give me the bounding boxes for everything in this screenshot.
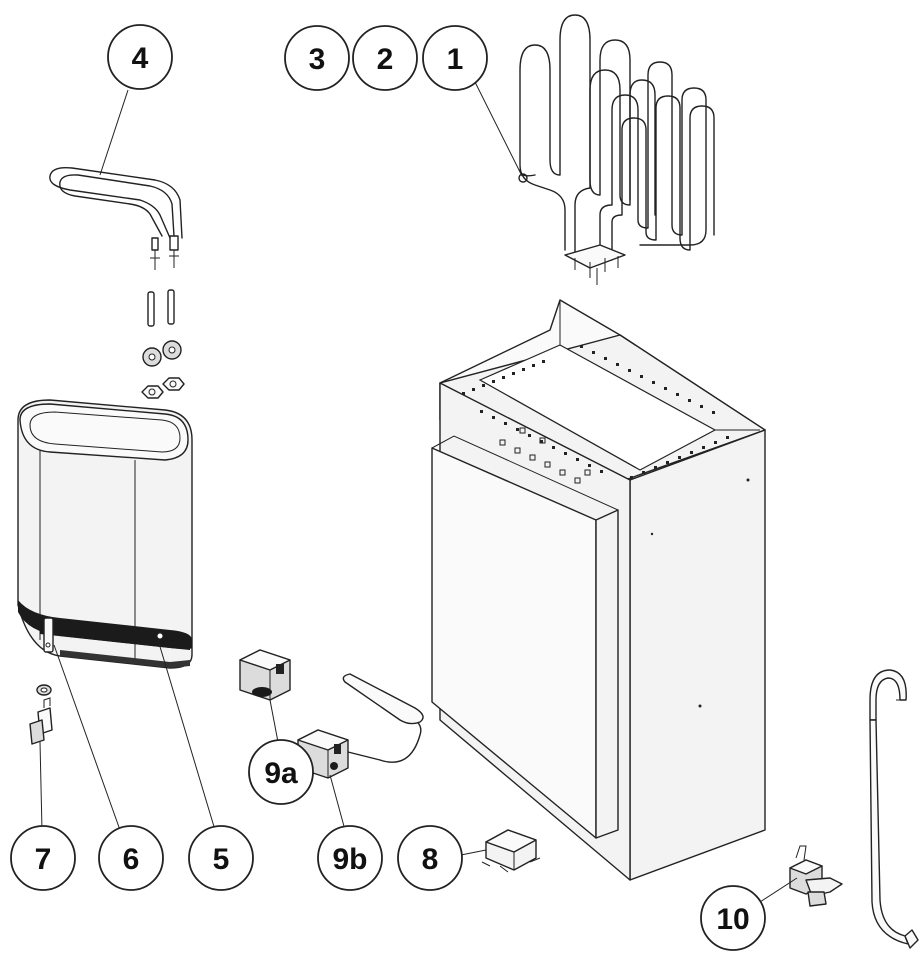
contactor-8 <box>481 829 541 873</box>
callout-label-4: 4 <box>132 42 149 75</box>
water-hose <box>869 669 919 949</box>
callout-8: 8 <box>397 825 463 891</box>
callout-6: 6 <box>98 825 164 891</box>
callout-label-7: 7 <box>35 843 52 876</box>
callout-3: 3 <box>284 25 350 91</box>
callout-2: 2 <box>352 25 418 91</box>
solenoid-valve-10 <box>789 845 843 907</box>
callout-label-9b: 9b <box>332 843 367 876</box>
callout-9a: 9a <box>248 739 314 805</box>
leader-line-9a <box>269 699 279 743</box>
callout-label-9a: 9a <box>264 757 298 790</box>
callout-4: 4 <box>107 24 173 90</box>
callout-label-6: 6 <box>123 843 140 876</box>
heating-element-4 <box>49 166 185 399</box>
callout-label-10: 10 <box>716 903 749 936</box>
leader-line-1 <box>473 79 523 177</box>
leader-line-9b <box>329 774 346 831</box>
callout-10: 10 <box>700 885 766 951</box>
callout-label-1: 1 <box>447 43 464 76</box>
callout-label-5: 5 <box>213 843 230 876</box>
heating-elements-1-2-3 <box>518 14 715 285</box>
leader-line-6 <box>53 644 121 831</box>
leader-line-10 <box>759 877 798 903</box>
callout-label-3: 3 <box>309 43 326 76</box>
callout-9b: 9b <box>317 825 383 891</box>
heater-housing <box>431 299 766 881</box>
callout-1: 1 <box>422 25 488 91</box>
water-tank <box>17 399 193 745</box>
callout-label-2: 2 <box>377 43 394 76</box>
callout-label-8: 8 <box>422 843 439 876</box>
thermostat-9a <box>239 649 291 701</box>
protector-9b <box>297 673 424 779</box>
callout-7: 7 <box>10 825 76 891</box>
leader-line-5 <box>157 639 216 831</box>
leader-line-4 <box>99 89 129 176</box>
callout-5: 5 <box>188 825 254 891</box>
leader-line-7 <box>39 741 43 831</box>
